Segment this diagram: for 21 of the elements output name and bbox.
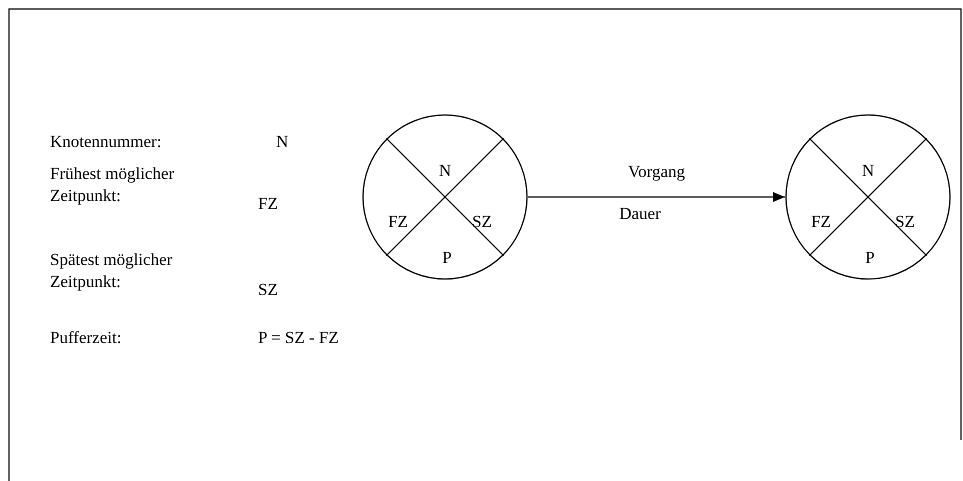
quadrant-label: P	[442, 248, 452, 268]
quadrant-label: N	[438, 161, 452, 181]
circle-node	[785, 114, 951, 280]
legend-symbol: P = SZ - FZ	[258, 327, 339, 349]
circle-node	[362, 114, 528, 280]
quadrant-label: P	[865, 248, 875, 268]
quadrant-label: FZ	[811, 212, 831, 232]
legend-symbol: N	[276, 131, 288, 153]
legend-symbol: FZ	[258, 193, 278, 215]
legend-symbol: SZ	[258, 279, 278, 301]
legend-term: Spätest möglicher Zeitpunkt:	[50, 249, 174, 293]
quadrant-label: SZ	[895, 212, 915, 232]
legend-term: Knotennummer:	[50, 131, 162, 153]
legend-term: Frühest möglicher Zeitpunkt:	[50, 163, 176, 207]
arrow	[528, 192, 785, 202]
edge-label: Vorgang	[628, 161, 685, 183]
quadrant-label: FZ	[388, 212, 408, 232]
legend-term: Pufferzeit:	[50, 327, 122, 349]
quadrant-label: SZ	[472, 212, 492, 232]
duration-label: Dauer	[619, 203, 661, 225]
quadrant-label: N	[862, 161, 874, 181]
